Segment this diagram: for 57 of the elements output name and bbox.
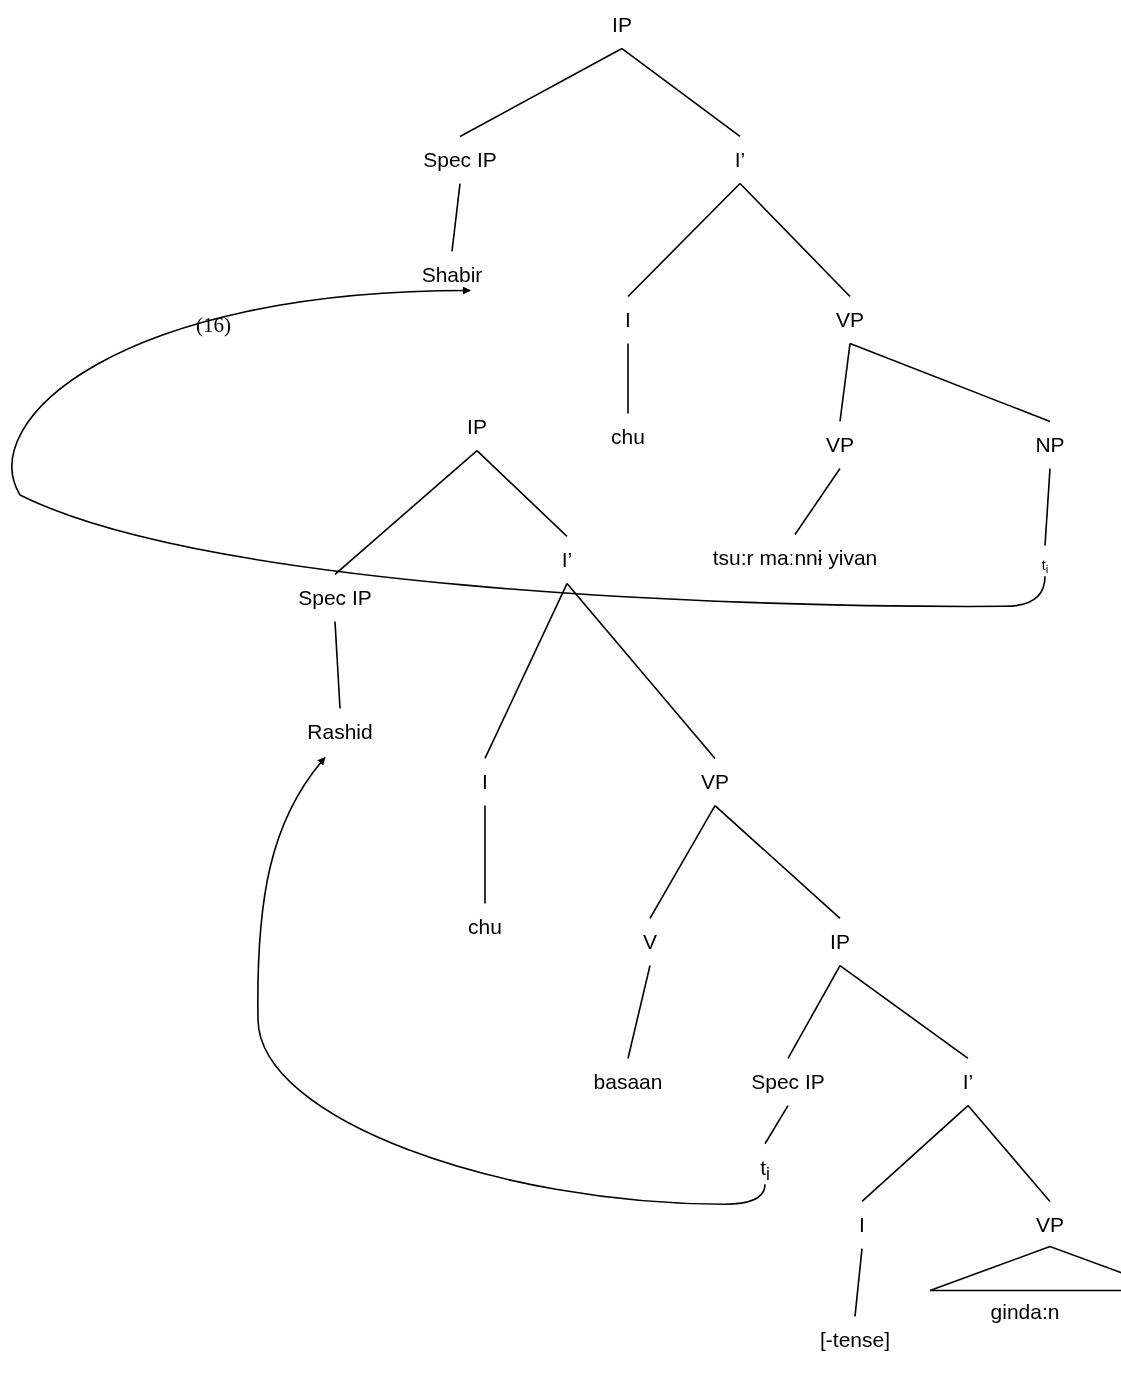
tree-branch [649, 804, 716, 920]
tree-node-label: I [482, 770, 488, 794]
tree-branch [484, 582, 568, 760]
tree-branch [839, 964, 969, 1060]
tree-node-label: NP [1035, 433, 1065, 457]
tree-node-label: I’ [962, 1070, 974, 1094]
tree-node-label: I [625, 308, 631, 332]
tree-branch [476, 449, 568, 538]
tree-node-label: chu [611, 425, 645, 449]
tree-branch [739, 182, 851, 298]
tree-branch [967, 1104, 1051, 1203]
tree-node-label: t$_{i}$ [760, 1155, 770, 1185]
tree-node-label: I’ [561, 548, 573, 572]
tree-branch [334, 620, 341, 710]
tree-branch [621, 47, 741, 138]
tree-branch [854, 1247, 863, 1318]
tree-branch [787, 964, 841, 1060]
movement-arrow [11, 286, 1046, 608]
tree-node-label: IP [612, 13, 632, 37]
triangle-branch [929, 1245, 1121, 1292]
tree-branch [459, 47, 623, 138]
tree-branch [714, 804, 841, 920]
tree-branch [794, 467, 841, 536]
tree-branch [334, 449, 478, 576]
tree-node-label: VP [701, 770, 729, 794]
tree-branch [566, 582, 716, 760]
tree-node-label: t$_{i}$ [1041, 557, 1049, 577]
tree-branch [764, 1104, 789, 1145]
tree-branch [627, 342, 629, 415]
tree-node-label: V [643, 930, 657, 954]
tree-branch [451, 182, 461, 253]
tree-node-label: VP [826, 433, 854, 457]
tree-branch [1044, 467, 1051, 547]
movement-arrow [257, 756, 766, 1205]
tree-node-label: I [859, 1213, 865, 1237]
example-number: (16) [196, 313, 231, 338]
tree-node-label: Spec IP [298, 586, 372, 610]
tree-branch [484, 804, 486, 905]
tree-branch [627, 182, 741, 298]
tree-branch [861, 1104, 969, 1203]
tree-node-label: basaan [593, 1070, 663, 1094]
tree-branch [627, 964, 651, 1060]
tree-node-label: tsu:r maːnnɨ yivan [712, 546, 878, 570]
tree-node-label: VP [1036, 1213, 1064, 1237]
tree-node-label: Spec IP [423, 148, 497, 172]
tree-branch [849, 342, 1051, 423]
tree-node-label: Spec IP [751, 1070, 825, 1094]
tree-node-label: VP [836, 308, 864, 332]
tree-node-label: IP [830, 930, 850, 954]
tree-node-label: Shabir [421, 263, 483, 287]
tree-node-label: ginda:n [990, 1300, 1060, 1324]
tree-node-label: [-tense] [820, 1328, 890, 1352]
tree-branch [839, 342, 851, 423]
tree-node-label: chu [468, 915, 502, 939]
tree-node-label: Rashid [307, 720, 373, 744]
tree-node-label: I’ [734, 148, 746, 172]
tree-node-label: IP [467, 415, 487, 439]
